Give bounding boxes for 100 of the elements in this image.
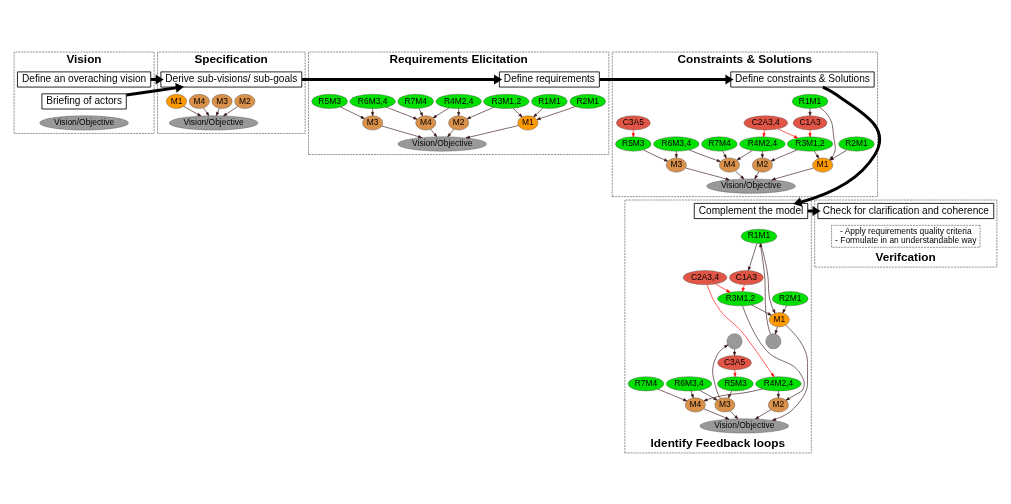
node-ellipse: Vision/Objective <box>39 115 129 130</box>
arrow <box>735 170 745 179</box>
node-ellipse: R7M4 <box>397 93 434 109</box>
node-ellipse: R7M4 <box>627 375 665 391</box>
node-ellipse: M2 <box>234 93 256 109</box>
arrow <box>203 107 210 116</box>
arrow <box>733 369 737 377</box>
arrow <box>771 167 814 180</box>
arrow <box>599 74 734 84</box>
node-ellipse: C2A3,4 <box>743 115 788 130</box>
node-ellipse: M3 <box>211 93 233 109</box>
arrow <box>126 82 184 96</box>
arrow <box>301 74 503 84</box>
arrow <box>760 242 776 313</box>
node-ellipse: R4M2,4 <box>435 93 482 109</box>
node-ellipse: R4M2,4 <box>739 136 786 151</box>
node-box: - Apply requirements quality criteria - Formulate in an understandable way <box>831 224 981 247</box>
node-box: Complement the model <box>693 202 809 219</box>
arrow <box>381 125 423 138</box>
arrow <box>760 150 764 158</box>
node-ellipse: R2M1 <box>569 93 606 109</box>
arrow <box>751 304 772 316</box>
arrow <box>447 128 455 137</box>
arrow <box>715 283 731 293</box>
arrow <box>657 388 688 401</box>
node-box: Define an overaching vision <box>17 70 152 87</box>
arrow <box>631 129 635 137</box>
arrow <box>430 128 438 137</box>
arrow <box>216 107 220 116</box>
arrow <box>512 107 523 117</box>
node-ellipse: R6M3,4 <box>653 136 700 151</box>
arrow <box>772 324 808 421</box>
arrow <box>829 149 848 160</box>
arrow <box>762 129 766 137</box>
node-ellipse: R6M3,4 <box>666 375 712 391</box>
node-ellipse: C2A3,4 <box>683 269 728 285</box>
node-ellipse: R6M3,4 <box>349 93 396 109</box>
arrow <box>699 389 718 400</box>
arrow <box>457 107 461 116</box>
arrow <box>466 106 494 119</box>
arrow <box>706 283 775 377</box>
node-ellipse: R5M3 <box>311 93 348 109</box>
node-box: Define requirements <box>498 70 600 87</box>
arrow <box>703 408 730 419</box>
arrow <box>777 128 799 138</box>
arrow <box>688 149 721 162</box>
node-ellipse: R1M1 <box>792 93 829 109</box>
arrow <box>533 107 544 117</box>
node-ellipse: R2M1 <box>772 290 809 306</box>
arrow <box>774 326 778 334</box>
node-ellipse: M4 <box>188 93 210 109</box>
arrow <box>371 107 375 116</box>
arrow <box>748 242 758 271</box>
node-ellipse: R1M1 <box>740 228 778 244</box>
node-ellipse: C1A3 <box>729 269 764 285</box>
node-ellipse: C1A3 <box>792 115 828 130</box>
node-ellipse: R2M1 <box>838 136 875 151</box>
arrow <box>741 283 745 292</box>
arrow <box>819 106 836 160</box>
node-circle <box>765 332 782 349</box>
node-box: Briefing of actors <box>41 92 127 109</box>
arrow <box>643 149 669 161</box>
node-box: Check for clarification and coherence <box>817 202 995 219</box>
arrow <box>727 390 733 398</box>
node-ellipse: R4M2,4 <box>755 375 802 391</box>
node-ellipse: R5M3 <box>615 136 652 151</box>
arrow <box>722 150 727 158</box>
arrow <box>754 170 760 179</box>
arrow <box>808 129 812 137</box>
arrow <box>340 106 365 119</box>
arrow <box>703 388 763 401</box>
arrow <box>813 150 820 159</box>
arrow <box>776 390 780 398</box>
arrow <box>755 409 772 419</box>
node-ellipse: M1 <box>166 93 187 109</box>
arrow <box>759 242 771 334</box>
arrow <box>808 107 812 116</box>
node-ellipse: R1M1 <box>531 93 568 109</box>
arrow <box>432 107 450 118</box>
arrow <box>685 167 730 180</box>
arrow <box>536 105 576 120</box>
arrow <box>736 149 753 160</box>
arrow <box>418 107 423 116</box>
node-ellipse: R3M1,2 <box>483 93 530 109</box>
arrow <box>183 105 202 116</box>
node-ellipse: R5M3 <box>717 375 754 391</box>
arrow <box>730 410 739 419</box>
arrow <box>674 150 678 158</box>
arrow <box>782 304 787 313</box>
arrow <box>690 390 694 398</box>
arrow <box>465 124 519 139</box>
node-ellipse: R7M4 <box>701 136 738 151</box>
arrow <box>386 106 418 119</box>
arrow <box>733 348 737 356</box>
arrow <box>770 149 798 161</box>
node-ellipse: C3A5 <box>717 354 752 370</box>
arrow <box>223 105 238 116</box>
node-ellipse: C3A5 <box>616 115 651 130</box>
node-ellipse: Vision/Objective <box>169 115 259 130</box>
node-box: Derive sub-visions/ sub-goals <box>160 70 303 87</box>
